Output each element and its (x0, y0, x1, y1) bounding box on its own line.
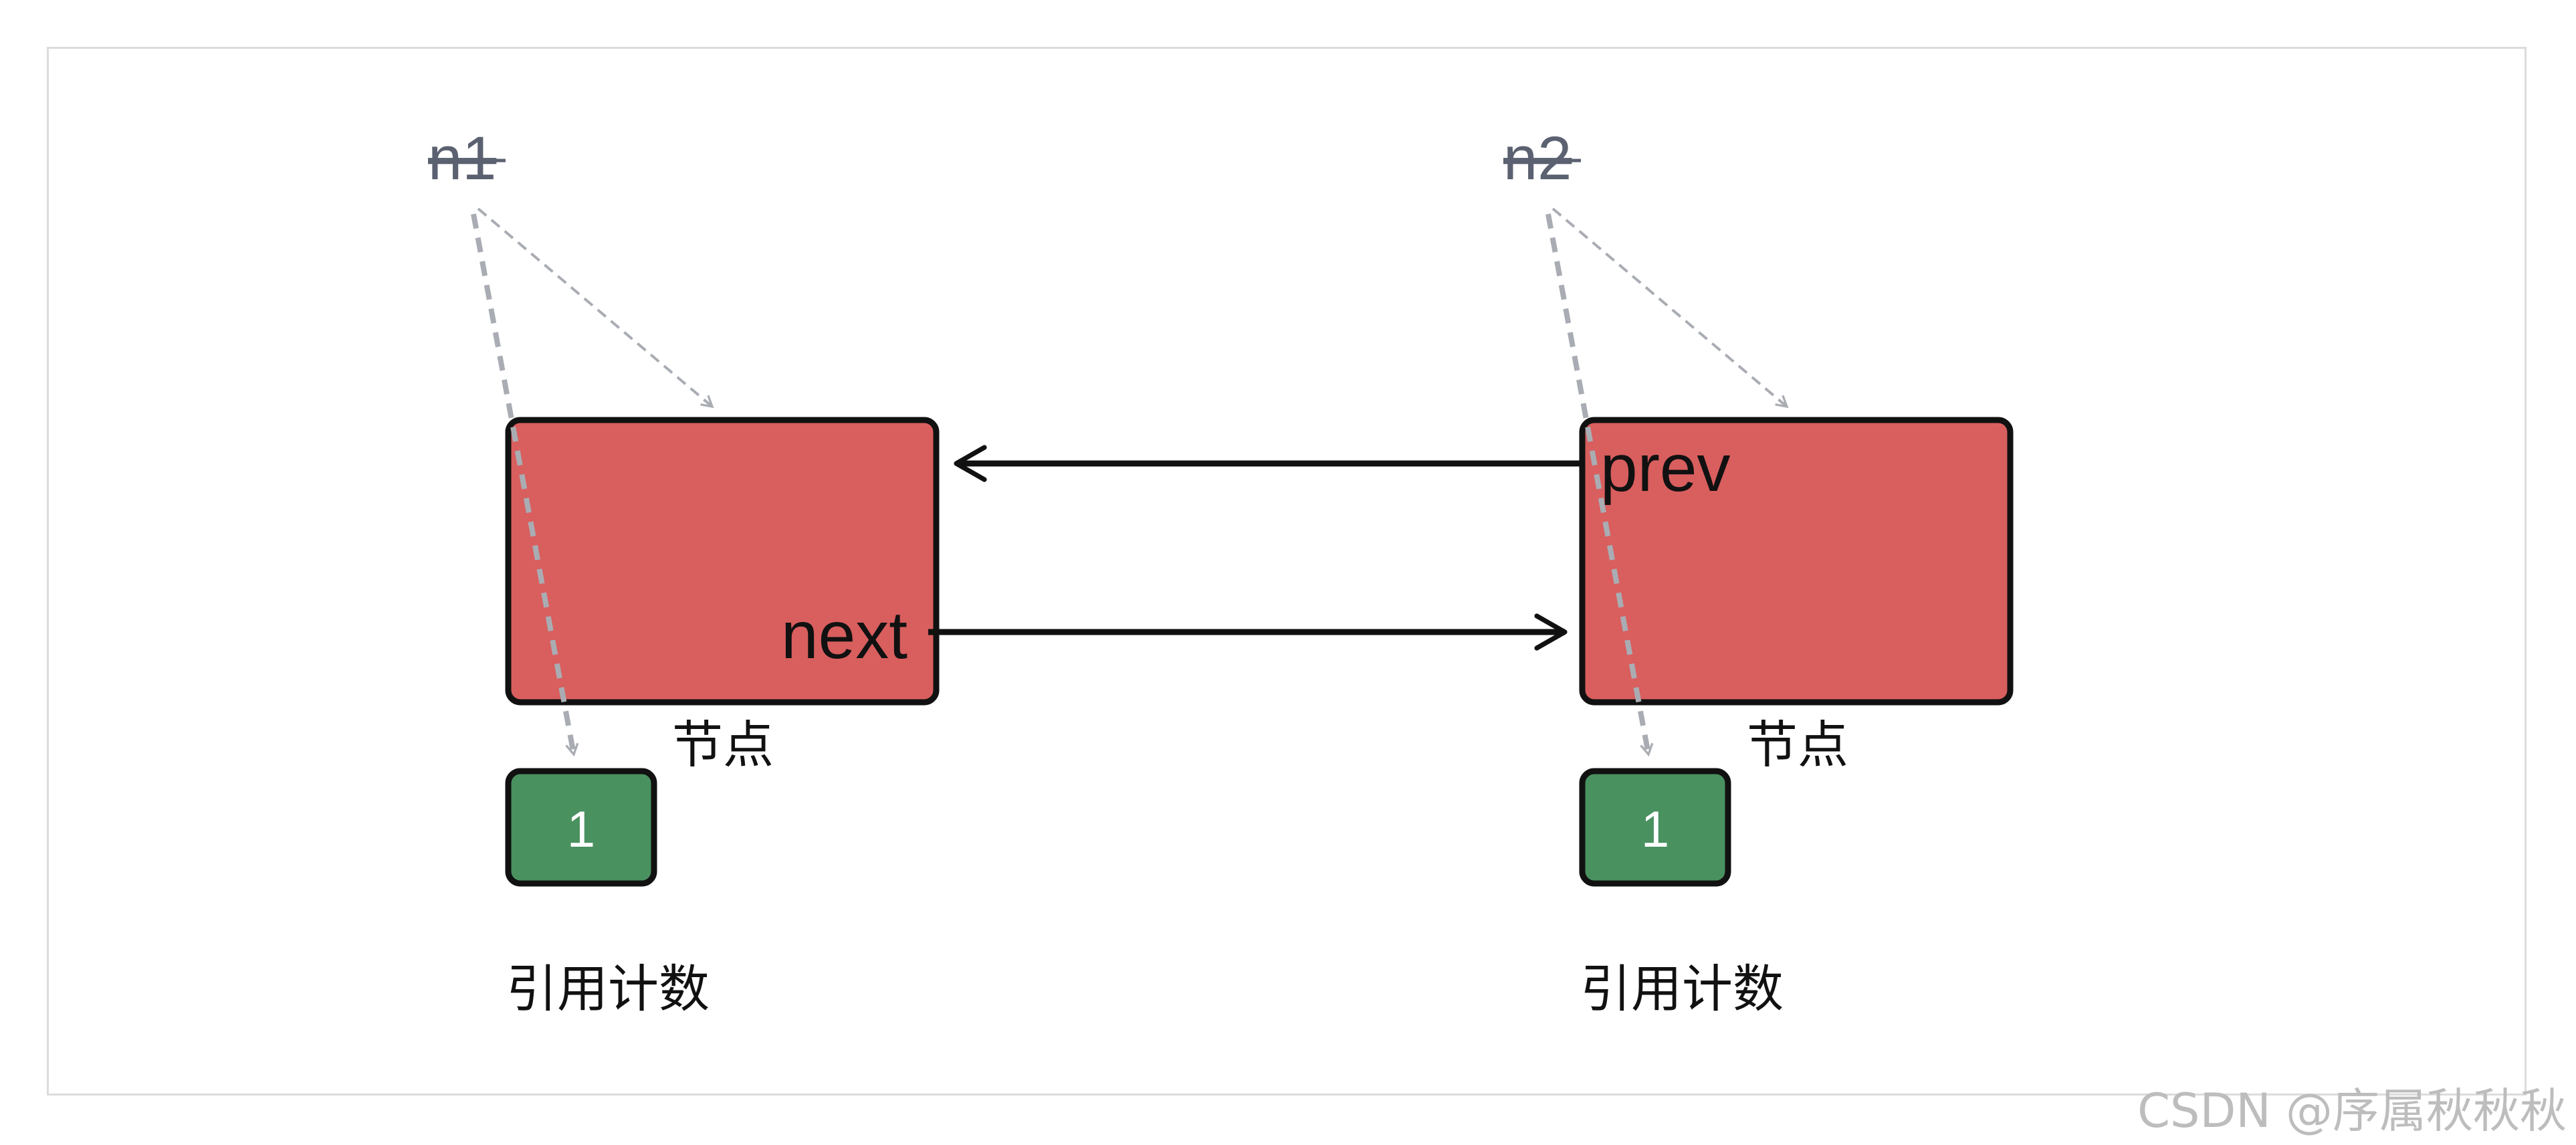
left-refcount-value: 1 (567, 801, 595, 858)
right-refcount-box (1579, 768, 1731, 887)
n2-to-refcount-arrow (1545, 213, 1654, 757)
right-node-caption: 节点 (1747, 715, 1848, 774)
n1-to-node-arrow (477, 207, 714, 409)
n1-label: n1 (428, 124, 496, 193)
left-refcount-box (505, 768, 657, 887)
n1-to-refcount-arrow (471, 213, 579, 757)
left-node-box (505, 417, 940, 706)
right-refcount-caption: 引用计数 (1580, 959, 1784, 1019)
right-node-box (1579, 417, 2014, 706)
left-node-caption: 节点 (672, 715, 774, 774)
n2-to-node-arrow (1551, 207, 1789, 409)
watermark: CSDN @序属秋秋秋 (2137, 1083, 2567, 1138)
next-label: next (781, 598, 907, 673)
diagram-frame (47, 47, 2527, 1096)
right-refcount-value: 1 (1641, 801, 1669, 858)
left-refcount-caption: 引用计数 (506, 959, 710, 1019)
prev-label: prev (1600, 431, 1731, 506)
n2-label: n2 (1503, 124, 1572, 193)
